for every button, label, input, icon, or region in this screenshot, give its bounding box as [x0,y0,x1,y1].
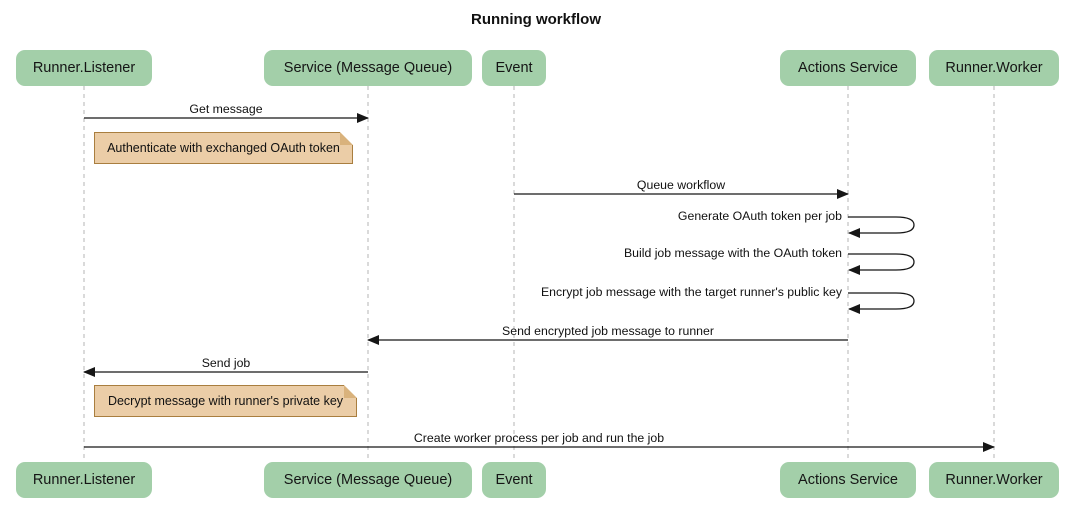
participant-bottom-event: Event [482,462,546,498]
message-label-generate-oauth-token: Generate OAuth token per job [677,209,842,223]
message-label-send-encrypted-job-message: Send encrypted job message to runner [502,324,714,338]
self-arrow-generate-oauth-token [848,216,915,238]
participant-label: Service (Message Queue) [283,60,453,76]
note-fold-icon [344,385,357,398]
participant-top-runner-listener: Runner.Listener [16,50,152,86]
message-label-queue-workflow: Queue workflow [636,178,726,192]
participant-label: Event [495,472,533,488]
diagram-title: Running workflow [471,11,601,28]
participant-top-actions-service: Actions Service [780,50,916,86]
participant-label: Runner.Worker [945,60,1043,76]
self-arrow-build-job-message [848,253,915,275]
message-label-send-job: Send job [201,356,251,370]
self-arrow-encrypt-job-message [848,292,915,314]
participant-bottom-actions-service: Actions Service [780,462,916,498]
participant-label: Runner.Listener [32,60,136,76]
participant-label: Runner.Worker [945,472,1043,488]
participant-top-service-message-queue: Service (Message Queue) [264,50,472,86]
note-authenticate-oauth: Authenticate with exchanged OAuth token [94,132,353,164]
participant-bottom-runner-listener: Runner.Listener [16,462,152,498]
participant-bottom-service-message-queue: Service (Message Queue) [264,462,472,498]
participant-label: Actions Service [798,60,898,76]
participant-label: Runner.Listener [32,472,136,488]
note-fold-icon [340,132,353,145]
participant-label: Service (Message Queue) [283,472,453,488]
participant-bottom-runner-worker: Runner.Worker [929,462,1059,498]
message-label-build-job-message: Build job message with the OAuth token [623,246,842,260]
note-text: Decrypt message with runner's private ke… [107,394,344,408]
message-label-encrypt-job-message: Encrypt job message with the target runn… [540,285,842,299]
participant-label: Event [495,60,533,76]
note-text: Authenticate with exchanged OAuth token [107,141,340,155]
message-label-get-message: Get message [189,102,263,116]
note-decrypt-private-key: Decrypt message with runner's private ke… [94,385,357,417]
message-label-create-worker-process: Create worker process per job and run th… [413,431,665,445]
participant-top-runner-worker: Runner.Worker [929,50,1059,86]
participant-label: Actions Service [798,472,898,488]
participant-top-event: Event [482,50,546,86]
